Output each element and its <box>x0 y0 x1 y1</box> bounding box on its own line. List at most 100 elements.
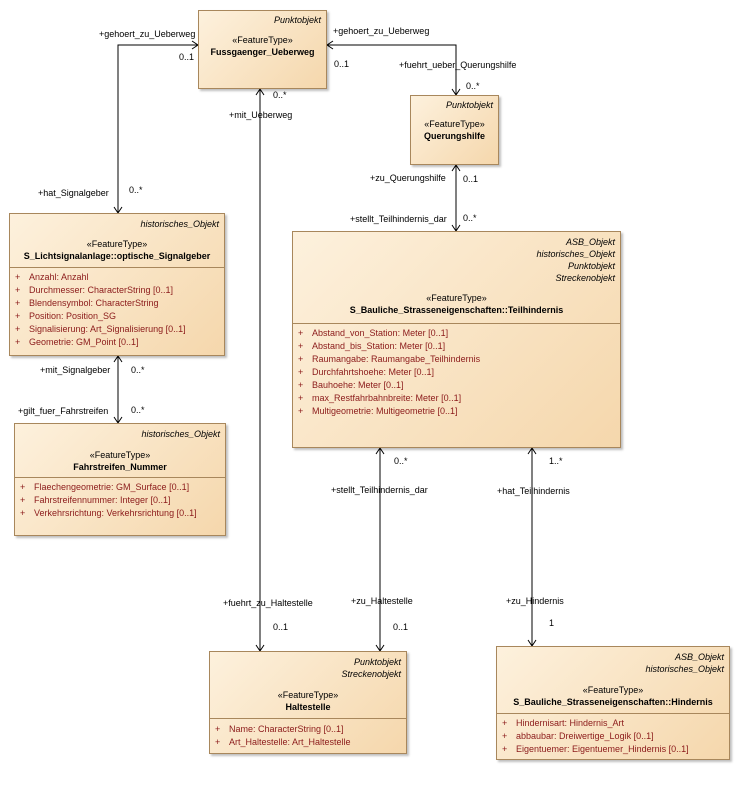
stereotype-label: ASB_Objekt <box>674 652 724 662</box>
attribute-row: +Fahrstreifennummer: Integer [0..1] <box>20 495 171 505</box>
multiplicity-label: 0..1 <box>463 174 479 184</box>
multiplicity-label: 0..* <box>131 365 145 375</box>
stereotype-label: Punktobjekt <box>567 261 615 271</box>
attribute-row: +Durchmesser: CharacterString [0..1] <box>15 285 174 295</box>
stereotype-label: Streckenobjekt <box>555 273 615 283</box>
arrowhead-querungshilfe-2 <box>451 164 461 172</box>
arrowhead-ueberweg-2 <box>326 40 334 50</box>
role-label: +fuehrt_ueber_Querungshilfe <box>399 60 517 70</box>
role-label: +gehoert_zu_Ueberweg <box>333 26 430 36</box>
attribute-row: +abbaubar: Dreiwertige_Logik [0..1] <box>502 731 654 741</box>
class-teilhindernis[interactable]: ASB_Objekt historisches_Objekt Punktobje… <box>292 231 621 448</box>
assoc-line-ueberweg-querungshilfe <box>327 44 457 95</box>
role-label: +mit_Ueberweg <box>229 110 293 120</box>
role-label: +hat_Signalgeber <box>38 188 109 198</box>
attribute-row: +Eigentuemer: Eigentuemer_Hindernis [0..… <box>502 744 689 754</box>
multiplicity-label: 0..1 <box>273 622 289 632</box>
attribute-list: +Flaechengeometrie: GM_Surface [0..1] +F… <box>15 481 225 520</box>
multiplicity-label: 0..* <box>131 405 145 415</box>
stereotype-list: ASB_Objekt historisches_Objekt <box>497 651 729 675</box>
featuretype-label: «FeatureType» <box>424 119 485 129</box>
arrowhead-ueberweg-3 <box>255 88 265 96</box>
class-haltestelle[interactable]: Punktobjekt Streckenobjekt «FeatureType»… <box>209 651 407 754</box>
multiplicity-label: 1..* <box>549 456 563 466</box>
attribute-list: +Abstand_von_Station: Meter [0..1] +Abst… <box>293 327 620 418</box>
role-label: +zu_Haltestelle <box>351 596 413 606</box>
assoc-line-ueberweg-signalgeber <box>117 44 198 213</box>
attribute-list: +Name: CharacterString [0..1] +Art_Halte… <box>210 723 406 749</box>
class-fahrstreifen-nummer[interactable]: historisches_Objekt «FeatureType» Fahrst… <box>14 423 226 536</box>
multiplicity-label: 0..1 <box>393 622 409 632</box>
stereotype-label: historisches_Objekt <box>536 249 615 259</box>
multiplicity-label: 0..* <box>466 81 480 91</box>
multiplicity-label: 1 <box>549 618 555 628</box>
arrowhead-teilhindernis-2 <box>375 447 385 455</box>
stereotype-label: Punktobjekt <box>273 15 321 25</box>
class-name: S_Bauliche_Strasseneigenschaften::Teilhi… <box>349 305 564 315</box>
class-name: Querungshilfe <box>423 131 485 141</box>
compartment-divider <box>10 267 224 268</box>
attribute-row: +Position: Position_SG <box>15 311 117 321</box>
attribute-list: +Hindernisart: Hindernis_Art +abbaubar: … <box>497 717 729 756</box>
attribute-row: +Anzahl: Anzahl <box>15 272 89 282</box>
role-label: +hat_Teilhindernis <box>497 486 570 496</box>
featuretype-label: «FeatureType» <box>232 35 293 45</box>
attribute-list: +Anzahl: Anzahl +Durchmesser: CharacterS… <box>10 271 224 349</box>
role-label: +zu_Querungshilfe <box>370 173 446 183</box>
multiplicity-label: 0..1 <box>179 52 195 62</box>
attribute-row: +Flaechengeometrie: GM_Surface [0..1] <box>20 482 190 492</box>
attribute-row: +Art_Haltestelle: Art_Haltestelle <box>215 737 351 747</box>
role-label: +mit_Signalgeber <box>40 365 111 375</box>
class-querungshilfe[interactable]: Punktobjekt «FeatureType» Querungshilfe <box>410 95 499 165</box>
compartment-divider <box>497 713 729 714</box>
stereotype-label: Streckenobjekt <box>341 669 401 679</box>
featuretype-label: «FeatureType» <box>582 685 644 695</box>
class-name: Fussgaenger_Ueberweg <box>210 47 315 57</box>
stereotype-label: historisches_Objekt <box>140 219 219 229</box>
role-label: +zu_Hindernis <box>506 596 564 606</box>
stereotype-label: Punktobjekt <box>353 657 401 667</box>
attribute-row: +Multigeometrie: Multigeometrie [0..1] <box>298 406 458 416</box>
role-label: +gilt_fuer_Fahrstreifen <box>18 406 109 416</box>
class-name: S_Bauliche_Strasseneigenschaften::Hinder… <box>513 697 713 707</box>
attribute-row: +max_Restfahrbahnbreite: Meter [0..1] <box>298 393 462 403</box>
class-name: Haltestelle <box>285 702 331 712</box>
multiplicity-label: 0..* <box>394 456 408 466</box>
class-fussgaenger-ueberweg[interactable]: Punktobjekt «FeatureType» Fussgaenger_Ue… <box>198 10 327 89</box>
arrowhead-signalgeber-2 <box>113 355 123 363</box>
multiplicity-label: 0..1 <box>334 59 350 69</box>
stereotype-list: ASB_Objekt historisches_Objekt Punktobje… <box>293 236 620 284</box>
stereotype-label: Punktobjekt <box>445 100 493 110</box>
featuretype-label: «FeatureType» <box>277 690 339 700</box>
compartment-divider <box>15 477 225 478</box>
stereotype-label: historisches_Objekt <box>645 664 724 674</box>
compartment-divider <box>210 718 406 719</box>
stereotype-list: Punktobjekt Streckenobjekt <box>210 656 406 680</box>
stereotype-label: ASB_Objekt <box>565 237 615 247</box>
class-name: S_Lichtsignalanlage::optische_Signalgebe… <box>23 251 211 261</box>
multiplicity-label: 0..* <box>463 213 477 223</box>
attribute-row: +Abstand_von_Station: Meter [0..1] <box>298 328 449 338</box>
attribute-row: +Signalisierung: Art_Signalisierung [0..… <box>15 324 186 334</box>
attribute-row: +Verkehrsrichtung: Verkehrsrichtung [0..… <box>20 508 197 518</box>
class-name: Fahrstreifen_Nummer <box>73 462 167 472</box>
attribute-row: +Hindernisart: Hindernis_Art <box>502 718 625 728</box>
attribute-row: +Geometrie: GM_Point [0..1] <box>15 337 139 347</box>
class-lichtsignalanlage-signalgeber[interactable]: historisches_Objekt «FeatureType» S_Lich… <box>9 213 225 356</box>
stereotype-label: historisches_Objekt <box>141 429 220 439</box>
role-label: +fuehrt_zu_Haltestelle <box>223 598 313 608</box>
multiplicity-label: 0..* <box>273 90 287 100</box>
multiplicity-label: 0..* <box>129 185 143 195</box>
attribute-row: +Bauhoehe: Meter [0..1] <box>298 380 404 390</box>
featuretype-label: «FeatureType» <box>89 450 151 460</box>
attribute-row: +Blendensymbol: CharacterString <box>15 298 159 308</box>
attribute-row: +Name: CharacterString [0..1] <box>215 724 344 734</box>
role-label: +stellt_Teilhindernis_dar <box>350 214 447 224</box>
featuretype-label: «FeatureType» <box>426 293 487 303</box>
attribute-row: +Durchfahrtshoehe: Meter [0..1] <box>298 367 435 377</box>
class-hindernis[interactable]: ASB_Objekt historisches_Objekt «FeatureT… <box>496 646 730 760</box>
attribute-row: +Raumangabe: Raumangabe_Teilhindernis <box>298 354 481 364</box>
attribute-row: +Abstand_bis_Station: Meter [0..1] <box>298 341 446 351</box>
